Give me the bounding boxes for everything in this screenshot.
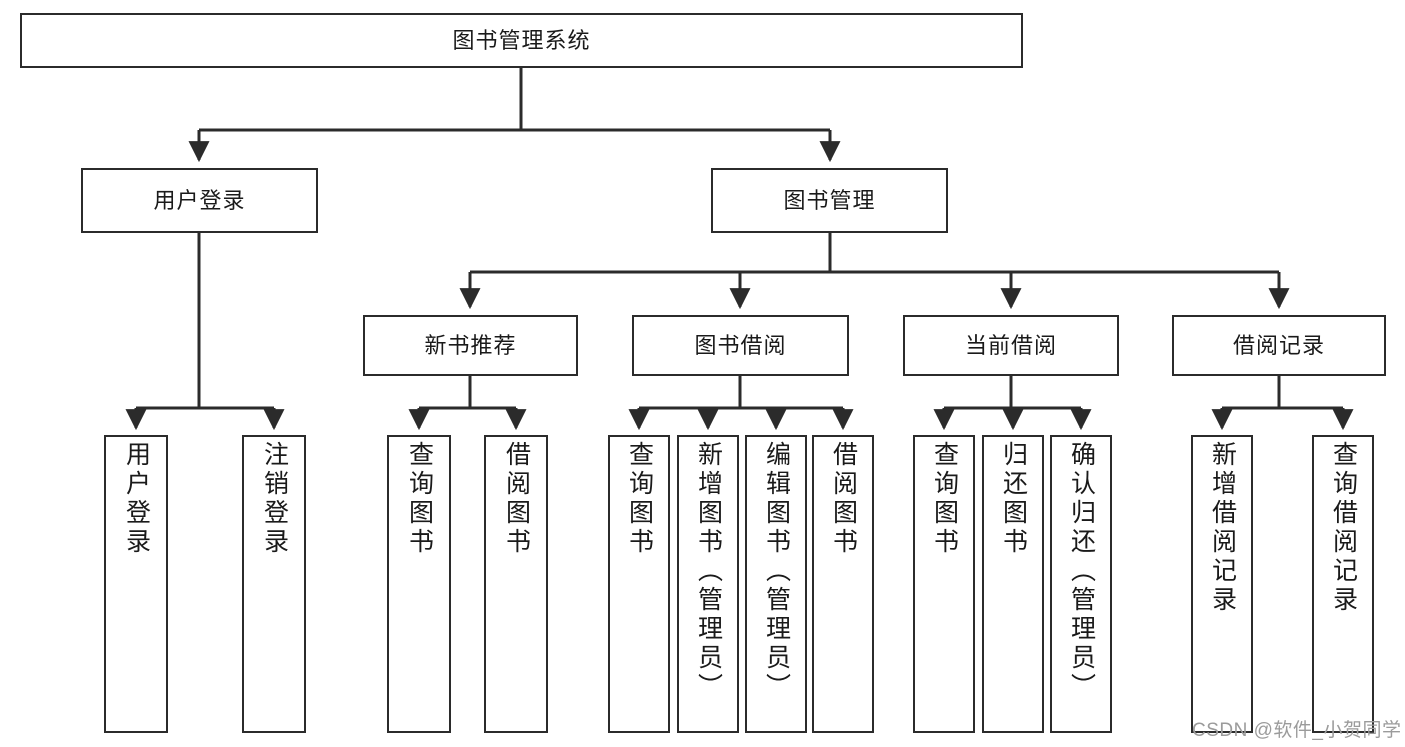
- node-root-system[interactable]: 图书管理系统: [20, 13, 1023, 68]
- leaf-borrow-book-recommend[interactable]: 借阅图书: [484, 435, 548, 733]
- node-label: 借阅图书: [502, 441, 531, 557]
- node-label: 新增图书（管理员）: [694, 441, 723, 702]
- leaf-query-book-borrow[interactable]: 查询图书: [608, 435, 670, 733]
- node-label: 图书管理: [783, 187, 876, 213]
- node-label: 借阅记录: [1232, 332, 1325, 358]
- node-new-book-recommend[interactable]: 新书推荐: [363, 315, 578, 376]
- leaf-borrow-book[interactable]: 借阅图书: [812, 435, 874, 733]
- node-label: 注销登录: [260, 441, 289, 557]
- node-label: 用户登录: [122, 441, 151, 557]
- node-label: 查询图书: [625, 441, 654, 557]
- leaf-add-book-admin[interactable]: 新增图书（管理员）: [677, 435, 739, 733]
- leaf-confirm-return-admin[interactable]: 确认归还（管理员）: [1050, 435, 1112, 733]
- node-label: 当前借阅: [964, 332, 1057, 358]
- edges-bookmanage-to-level3: [459, 233, 1290, 310]
- leaf-query-book-current[interactable]: 查询图书: [913, 435, 975, 733]
- edges-userlogin-to-leaves: [125, 233, 285, 431]
- leaf-query-borrow-record[interactable]: 查询借阅记录: [1312, 435, 1374, 733]
- leaf-return-book[interactable]: 归还图书: [982, 435, 1044, 733]
- edges-currentborrow-to-leaves: [933, 376, 1092, 431]
- node-label: 确认归还（管理员）: [1067, 441, 1096, 702]
- node-label: 新增借阅记录: [1208, 441, 1237, 615]
- node-book-management[interactable]: 图书管理: [711, 168, 948, 233]
- node-label: 借阅图书: [829, 441, 858, 557]
- node-label: 编辑图书（管理员）: [762, 441, 791, 702]
- node-label: 查询图书: [405, 441, 434, 557]
- node-label: 新书推荐: [424, 332, 517, 358]
- node-label: 查询借阅记录: [1329, 441, 1358, 615]
- leaf-logout[interactable]: 注销登录: [242, 435, 306, 733]
- node-label: 用户登录: [153, 187, 246, 213]
- leaf-add-borrow-record[interactable]: 新增借阅记录: [1191, 435, 1253, 733]
- node-label: 图书管理系统: [452, 27, 591, 53]
- node-label: 图书借阅: [694, 332, 787, 358]
- edges-newbook-to-leaves: [408, 376, 527, 431]
- edges-borrowrecord-to-leaves: [1211, 376, 1354, 431]
- leaf-user-login[interactable]: 用户登录: [104, 435, 168, 733]
- node-book-borrow[interactable]: 图书借阅: [632, 315, 849, 376]
- edges-bookborrow-to-leaves: [628, 376, 854, 431]
- leaf-edit-book-admin[interactable]: 编辑图书（管理员）: [745, 435, 807, 733]
- node-current-borrow[interactable]: 当前借阅: [903, 315, 1119, 376]
- node-user-login[interactable]: 用户登录: [81, 168, 318, 233]
- node-label: 归还图书: [999, 441, 1028, 557]
- leaf-query-book-recommend[interactable]: 查询图书: [387, 435, 451, 733]
- node-borrow-record[interactable]: 借阅记录: [1172, 315, 1386, 376]
- node-label: 查询图书: [930, 441, 959, 557]
- edges-root-to-level2: [188, 68, 841, 163]
